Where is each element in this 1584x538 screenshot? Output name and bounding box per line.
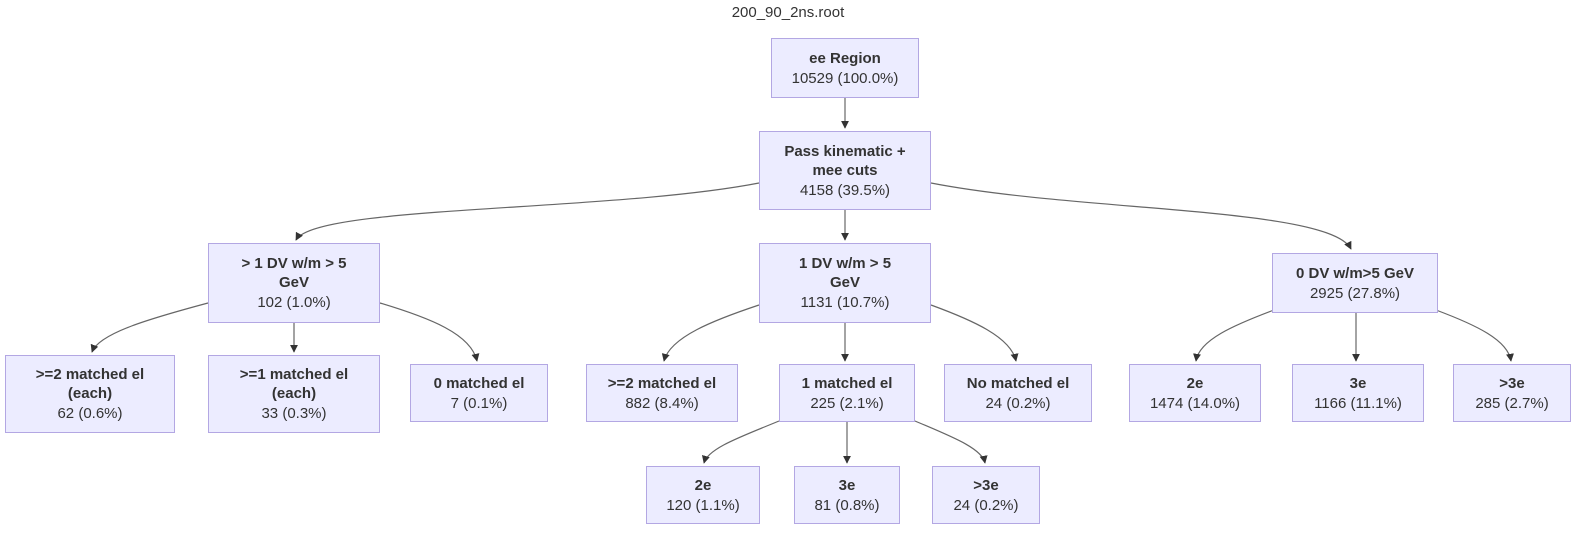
node-ge1-matched-each: >=1 matched el (each) 33 (0.3%) (208, 355, 380, 433)
node-title: No matched el (966, 374, 1070, 392)
node-ge2-matched: >=2 matched el 882 (8.4%) (586, 364, 738, 422)
node-title: 3e (838, 476, 856, 494)
node-two-e: 2e 1474 (14.0%) (1129, 364, 1261, 422)
edge-gt1dv-to-0matched (379, 302, 480, 362)
edge-1dv-to-nomatched (930, 304, 1019, 362)
node-three-e: 3e 1166 (11.1%) (1292, 364, 1424, 422)
node-one-dv: 1 DV w/m > 5 GeV 1131 (10.7%) (759, 243, 931, 323)
node-count: 1474 (14.0%) (1149, 394, 1241, 412)
node-title: Pass kinematic + mee cuts (784, 142, 906, 179)
edge-0dv-to-gt3e (1435, 309, 1514, 362)
node-count: 4158 (39.5%) (799, 181, 891, 199)
node-title: 0 matched el (433, 374, 525, 392)
node-count: 882 (8.4%) (625, 394, 699, 412)
edge-0dv-to-2e (1193, 309, 1275, 362)
node-count: 285 (2.7%) (1475, 394, 1549, 412)
node-count: 81 (0.8%) (814, 496, 880, 514)
node-ge2-matched-each: >=2 matched el (each) 62 (0.6%) (5, 355, 175, 433)
node-three-e-sub: 3e 81 (0.8%) (794, 466, 900, 524)
node-title: 3e (1349, 374, 1367, 392)
edge-pass-to-0dv (930, 182, 1352, 250)
node-one-matched: 1 matched el 225 (2.1%) (779, 364, 915, 422)
node-title: 1 DV w/m > 5 GeV (798, 255, 892, 291)
node-title: 2e (1186, 374, 1204, 392)
node-two-e-sub: 2e 120 (1.1%) (646, 466, 760, 524)
node-title: >3e (973, 476, 999, 494)
node-title: 2e (694, 476, 712, 494)
node-count: 2925 (27.8%) (1309, 284, 1401, 302)
node-pass-kinematic: Pass kinematic + mee cuts 4158 (39.5%) (759, 131, 931, 210)
node-count: 24 (0.2%) (985, 394, 1051, 412)
node-no-matched: No matched el 24 (0.2%) (944, 364, 1092, 422)
node-count: 1166 (11.1%) (1314, 394, 1402, 412)
node-title: >=2 matched el (each) (35, 366, 145, 402)
node-title: >=1 matched el (each) (239, 366, 349, 402)
node-gt3-e-sub: >3e 24 (0.2%) (932, 466, 1040, 524)
node-count: 10529 (100.0%) (791, 69, 899, 87)
node-ee-region: ee Region 10529 (100.0%) (771, 38, 919, 98)
node-zero-matched: 0 matched el 7 (0.1%) (410, 364, 548, 422)
edge-1dv-to-ge2matched (661, 304, 760, 362)
node-zero-dv: 0 DV w/m>5 GeV 2925 (27.8%) (1272, 253, 1438, 313)
node-gt3-e: >3e 285 (2.7%) (1453, 364, 1571, 422)
node-count: 120 (1.1%) (666, 496, 740, 514)
node-title: 1 matched el (801, 374, 893, 392)
node-count: 62 (0.6%) (57, 405, 123, 422)
diagram-title: 200_90_2ns.root (731, 4, 845, 21)
edge-gt1dv-to-ge2each (90, 302, 209, 353)
node-title: > 1 DV w/m > 5 GeV (241, 255, 347, 291)
node-title: ee Region (809, 49, 881, 67)
node-title: 0 DV w/m>5 GeV (1296, 264, 1414, 282)
node-count: 24 (0.2%) (953, 496, 1019, 514)
node-count: 102 (1.0%) (257, 294, 331, 311)
edge-1matched-to-gt3e (914, 420, 988, 464)
node-count: 33 (0.3%) (261, 405, 327, 422)
edge-1matched-to-2e (702, 420, 780, 464)
edge-pass-to-gt1dv (295, 182, 760, 241)
node-title: >=2 matched el (607, 374, 717, 392)
node-count: 1131 (10.7%) (800, 294, 890, 311)
node-title: >3e (1499, 374, 1525, 392)
node-gt1-dv: > 1 DV w/m > 5 GeV 102 (1.0%) (208, 243, 380, 323)
node-count: 225 (2.1%) (810, 394, 884, 412)
node-count: 7 (0.1%) (450, 394, 508, 412)
